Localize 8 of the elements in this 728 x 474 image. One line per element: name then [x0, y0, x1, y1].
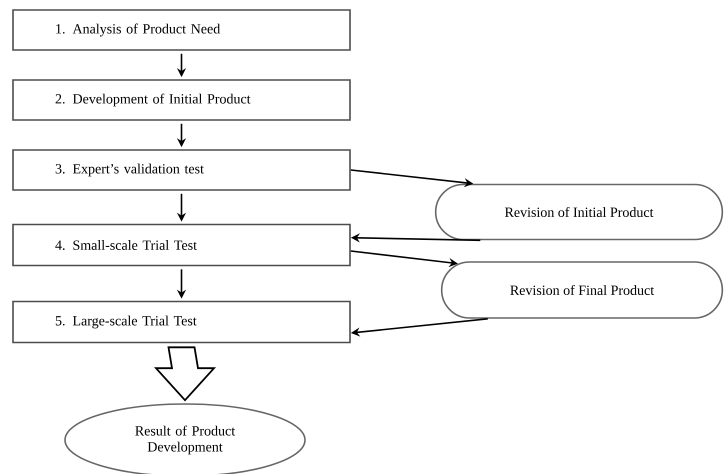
revision-box: Revision of Initial Product [434, 184, 724, 240]
process-box: 2. Development of Initial Product [12, 79, 351, 121]
revision-box: Revision of Final Product [440, 261, 724, 319]
process-box: 4. Small-scale Trial Test [12, 224, 351, 266]
process-box: 1. Analysis of Product Need [12, 9, 351, 51]
process-box: 3. Expert’s validation test [12, 149, 351, 191]
block-arrow [154, 346, 216, 402]
process-box: 5. Large-scale Trial Test [12, 300, 351, 344]
